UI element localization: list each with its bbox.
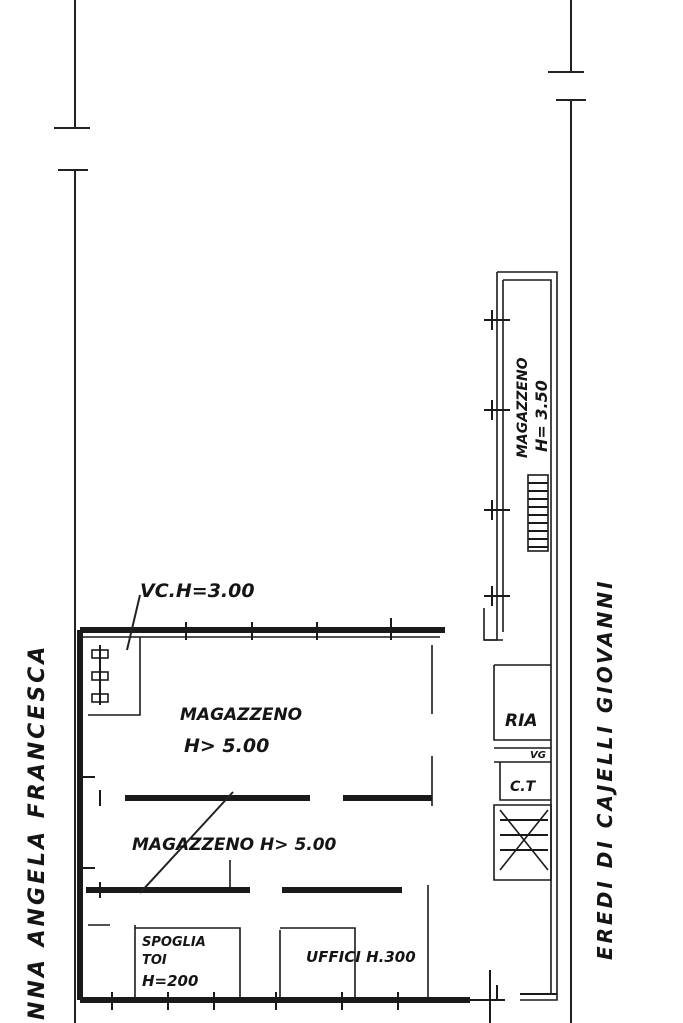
leader-lines: [126, 594, 234, 894]
left-neighbor-label: NNA ANGELA FRANCESCA: [25, 644, 50, 1020]
magazzeno-right-label: MAGAZZENO: [515, 357, 531, 458]
magazzeno-right-height: H= 3.50: [532, 380, 551, 452]
spogliatoi-label-1: SPOGLIA: [142, 935, 206, 950]
magazzeno-top-height: H> 5.00: [184, 735, 269, 757]
main-building-walls: [77, 627, 470, 1003]
spogliatoi-label-2: TOI: [142, 953, 167, 968]
uffici-label: UFFICI H.300: [306, 948, 416, 966]
bottom-wall-ticks: [111, 970, 505, 1023]
wc-fixtures-icon: [91, 645, 109, 705]
right-building-walls: [483, 271, 558, 1001]
top-wall-ticks: [185, 618, 392, 640]
ct-label: C.T: [510, 779, 537, 795]
spogliatoi-label-3: H=200: [142, 972, 198, 990]
property-boundaries: [54, 0, 586, 1023]
staircase-icon: [527, 474, 549, 552]
vg-label: VG: [530, 750, 546, 761]
ria-label: RIA: [505, 711, 538, 731]
magazzeno-top-label: MAGAZZENO: [180, 705, 302, 725]
stair-landing-icon: [499, 809, 549, 871]
wc-label: VC.H=3.00: [140, 580, 255, 602]
magazzeno-mid-label: MAGAZZENO H> 5.00: [132, 835, 337, 855]
right-neighbor-label: EREDI DI CAJELLI GIOVANNI: [593, 578, 617, 960]
